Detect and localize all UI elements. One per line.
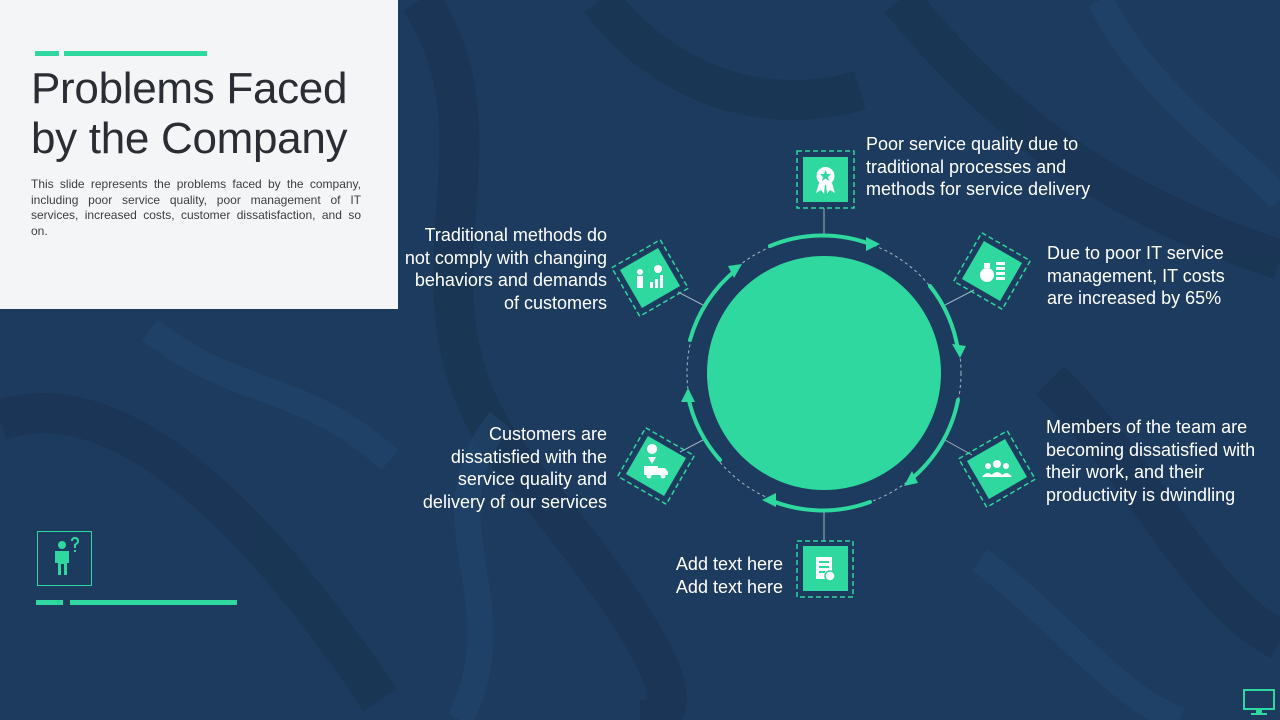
cycle-label-upper-right: Due to poor IT service management, IT co… bbox=[1047, 243, 1225, 308]
cycle-label-upper-left: Traditional methods do not comply with c… bbox=[404, 225, 607, 313]
icon-box-lower-right bbox=[957, 429, 1037, 509]
person-question-box bbox=[37, 531, 92, 586]
team-group-icon bbox=[982, 460, 1012, 477]
cycle-label-top: Poor service quality due to traditional … bbox=[866, 134, 1091, 199]
person-question-icon bbox=[55, 537, 79, 575]
accent-bar-bottom-long bbox=[70, 600, 237, 605]
certificate-document-icon bbox=[816, 557, 836, 582]
delivery-truck-icon bbox=[644, 444, 668, 479]
accent-bar-long bbox=[64, 51, 207, 56]
icon-box-upper-left bbox=[610, 238, 690, 318]
icon-box-top bbox=[796, 150, 855, 209]
accent-bar-short bbox=[35, 51, 59, 56]
monitor-icon bbox=[1243, 689, 1275, 715]
accent-bar-bottom-short bbox=[36, 600, 63, 605]
cycle-arrowheads bbox=[681, 237, 966, 507]
cycle-label-lower-right: Members of the team are becoming dissati… bbox=[1046, 417, 1256, 505]
icon-box-lower-left bbox=[616, 426, 696, 506]
growth-chart-person-icon bbox=[637, 265, 663, 288]
dashed-ring bbox=[686, 235, 962, 511]
icon-box-upper-right bbox=[952, 231, 1032, 311]
money-bag-icon bbox=[980, 262, 1005, 282]
cycle-label-lower-left: Customers are dissatisfied with the serv… bbox=[422, 424, 607, 512]
page-title: Problems Faced by the Company bbox=[31, 64, 348, 163]
award-badge-icon bbox=[816, 167, 835, 194]
cycle-label-bottom: Add text here Add text here bbox=[675, 554, 783, 597]
center-circle bbox=[707, 256, 941, 490]
icon-box-bottom bbox=[796, 540, 854, 598]
title-panel: Problems Faced by the Company This slide… bbox=[0, 0, 398, 309]
page-description: This slide represents the problems faced… bbox=[31, 177, 361, 238]
